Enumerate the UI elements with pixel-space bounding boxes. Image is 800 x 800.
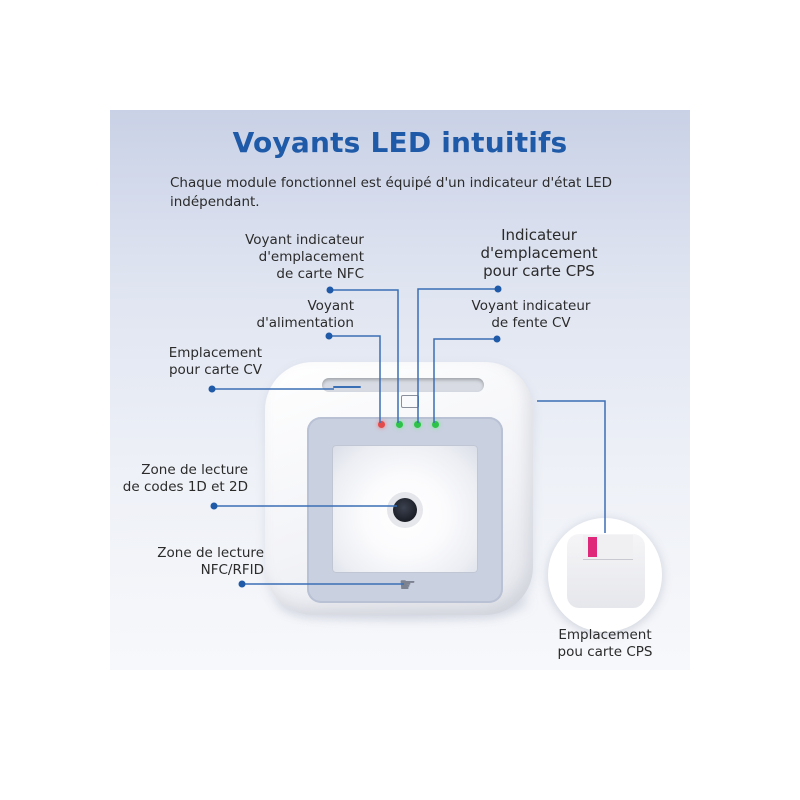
page-title: Voyants LED intuitifs — [232, 126, 568, 159]
label-cps-card-slot: Emplacement pou carte CPS — [557, 627, 653, 660]
dot-cps-slot — [494, 285, 502, 293]
cv-card-slot — [322, 378, 484, 392]
dot-power — [325, 332, 333, 340]
leader-cv-slot — [433, 338, 497, 423]
dot-cv-card — [208, 385, 216, 393]
dot-cv-slot — [493, 335, 501, 343]
dot-nfc-zone — [238, 580, 246, 588]
nfc-icon: ☛ — [399, 574, 417, 596]
label-cv-card-slot: Emplacement pour carte CV — [168, 345, 262, 378]
label-nfc-slot-led: Voyant indicateur d'emplacement de carte… — [245, 232, 364, 282]
led-power — [378, 421, 385, 428]
leader-nfc-slot — [330, 289, 399, 423]
leader-cps-card — [537, 400, 606, 533]
label-power-led: Voyant d'alimentation — [256, 298, 355, 331]
label-cv-slot-led: Voyant indicateur de fente CV — [471, 298, 591, 331]
page-subtitle: Chaque module fonctionnel est équipé d'u… — [170, 175, 613, 210]
leader-cps-slot — [417, 288, 498, 423]
led-cv-slot — [432, 421, 439, 428]
leader-power — [329, 335, 381, 423]
dot-nfc-slot — [326, 286, 334, 294]
scanner-lens — [393, 498, 417, 522]
label-nfc-zone: Zone de lecture NFC/RFID — [157, 545, 264, 578]
led-cps-slot — [414, 421, 421, 428]
label-cps-slot-led: Indicateur d'emplacement pour carte CPS — [480, 226, 598, 280]
label-barcode-zone: Zone de lecture de codes 1D et 2D — [122, 462, 248, 495]
dot-barcode — [210, 502, 218, 510]
cps-card — [588, 537, 597, 557]
slot-indicator — [333, 386, 361, 388]
led-nfc-slot — [396, 421, 403, 428]
